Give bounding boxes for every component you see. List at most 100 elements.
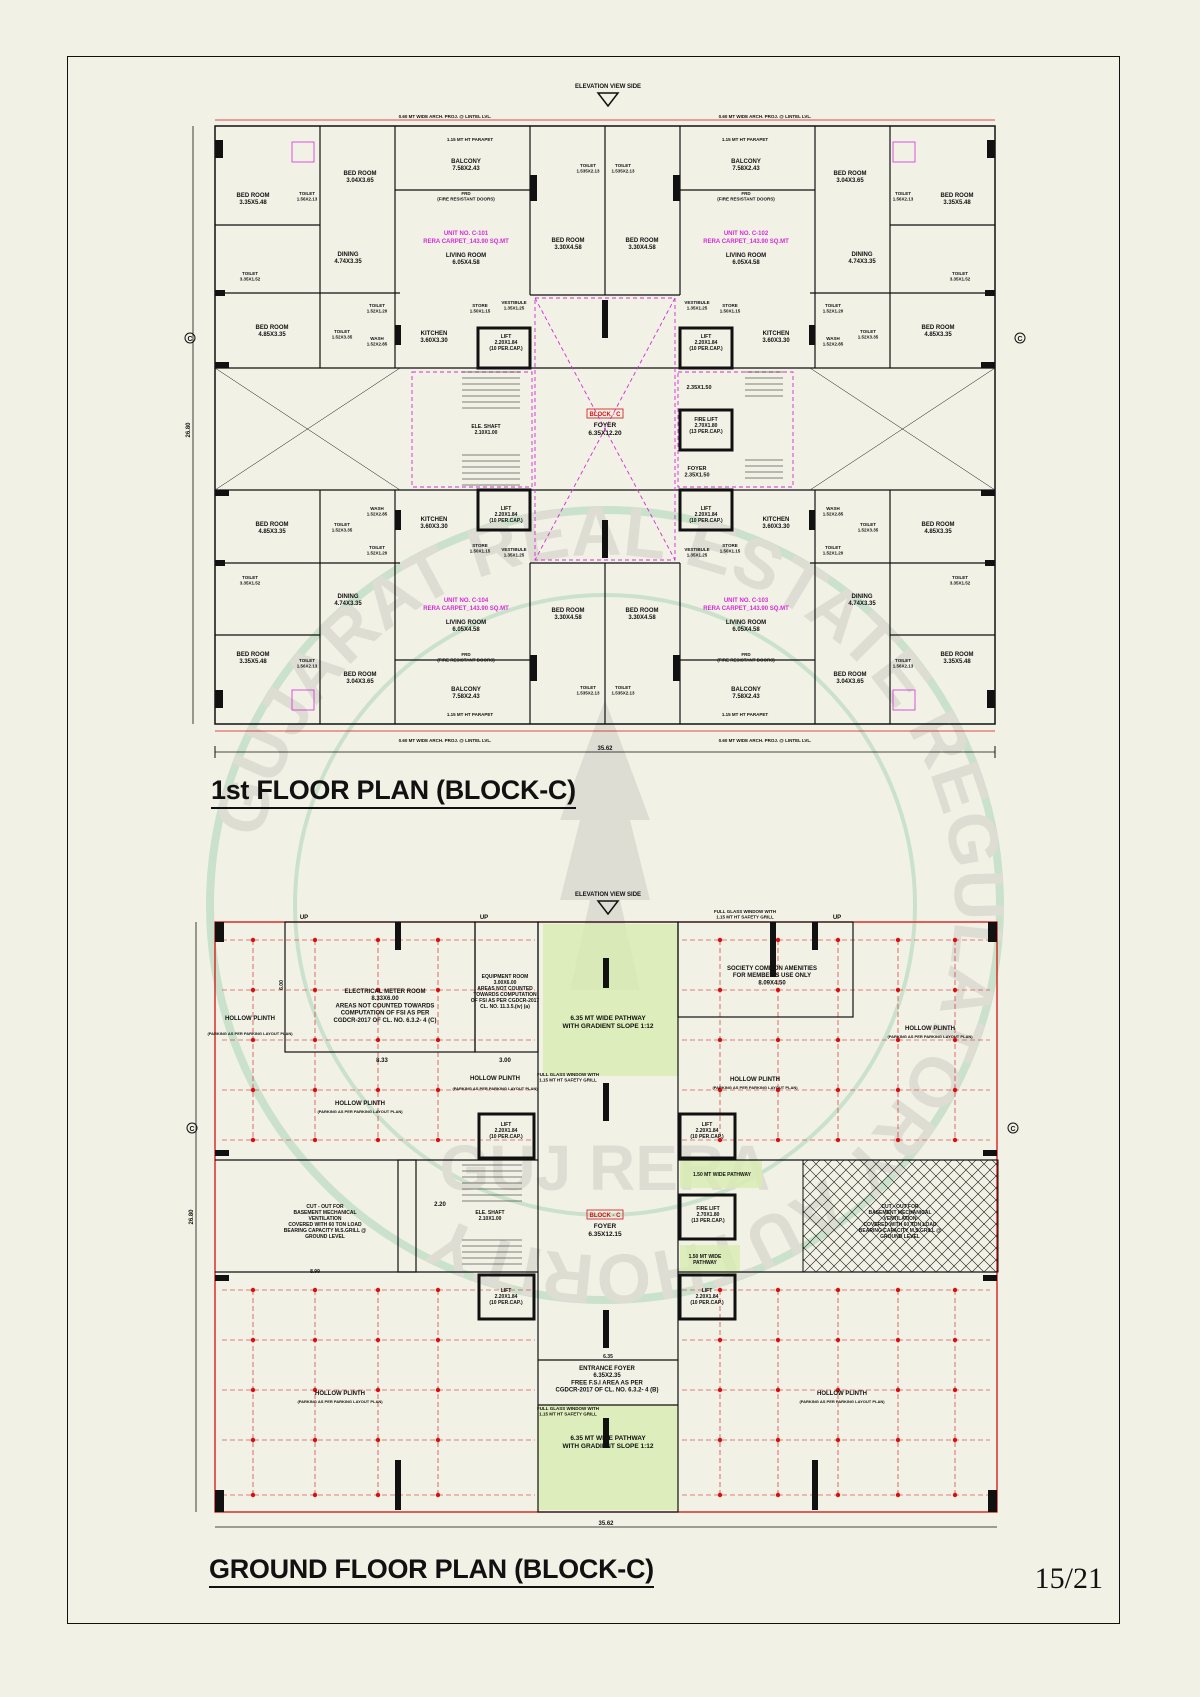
hollow-plinth-label: HOLLOW PLINTH [730, 1077, 780, 1083]
ff-arch-label-bl: 0.60 MT WIDE ARCH. PROJ. @ LINTEL LVL. [399, 738, 492, 743]
hollow-plinth-label: HOLLOW PLINTH [335, 1101, 385, 1107]
ff-arch-label-tl: 0.60 MT WIDE ARCH. PROJ. @ LINTEL LVL. [399, 114, 492, 119]
gf-block-tag: BLOCK - C [590, 1213, 622, 1219]
gf-overall-depth-dim: 26.80 [189, 1209, 195, 1225]
hollow-plinth-sub: (PARKING AS PER PARKING LAYOUT PLAN) [207, 1031, 293, 1036]
gf-axis-mark-left: C [189, 1126, 194, 1133]
ff-parapet-label-br: 1.15 MT HT PARAPET [722, 712, 768, 717]
ff-unit-c104: UNIT NO. C-104 [444, 598, 489, 604]
ff-unit-c102: UNIT NO. C-102 [724, 231, 769, 237]
hollow-plinth-sub: (PARKING AS PER PARKING LAYOUT PLAN) [887, 1034, 973, 1039]
gf-axis-mark-right: C [1010, 1126, 1015, 1133]
ff-elevation-arrow-icon [596, 92, 620, 108]
hollow-plinth-label: HOLLOW PLINTH [905, 1026, 955, 1032]
ff-overall-depth-dim: 26.80 [186, 422, 192, 438]
ff-parapet-label-tl: 1.15 MT HT PARAPET [447, 137, 493, 142]
first-floor-plan-title: 1st FLOOR PLAN (BLOCK-C) [211, 775, 576, 809]
gf-pathway-150-label: 1.50 MT WIDE PATHWAY [693, 1172, 752, 1178]
room-frd: FRD(FIRE RESISTANT DOORS) [717, 652, 775, 662]
ground-floor-plan-title: GROUND FLOOR PLAN (BLOCK-C) [209, 1554, 654, 1588]
ff-axis-mark-left: C [187, 336, 192, 343]
gf-dim-600: 6.00 [279, 980, 285, 990]
ff-unit-c102-carpet: RERA CARPET_143.90 SQ.MT [703, 239, 789, 245]
gf-elevation-label: ELEVATION VIEW SIDE [575, 892, 641, 898]
hollow-plinth-sub: (PARKING AS PER PARKING LAYOUT PLAN) [297, 1399, 383, 1404]
page-number: 15/21 [1034, 1562, 1103, 1595]
first-floor-plan: ELEVATION VIEW SIDE 35.62 26.80 C C [184, 84, 1026, 758]
ff-block-tag: BLOCK - C [590, 412, 622, 418]
gf-dim-833: 8.33 [376, 1058, 388, 1064]
room-frd: FRD(FIRE RESISTANT DOORS) [437, 652, 495, 662]
hollow-plinth-sub: (PARKING AS PER PARKING LAYOUT PLAN) [452, 1086, 538, 1091]
gf-up-2: UP [480, 915, 488, 921]
hollow-plinth-sub: (PARKING AS PER PARKING LAYOUT PLAN) [799, 1399, 885, 1404]
hollow-plinth-label: HOLLOW PLINTH [817, 1391, 867, 1397]
gf-dim-300: 3.00 [499, 1058, 511, 1064]
hollow-plinth-label: HOLLOW PLINTH [315, 1391, 365, 1397]
ff-elevation-label: ELEVATION VIEW SIDE [575, 84, 641, 90]
room-frd: FRD(FIRE RESISTANT DOORS) [717, 191, 775, 201]
gf-pathway-top [543, 924, 678, 1076]
